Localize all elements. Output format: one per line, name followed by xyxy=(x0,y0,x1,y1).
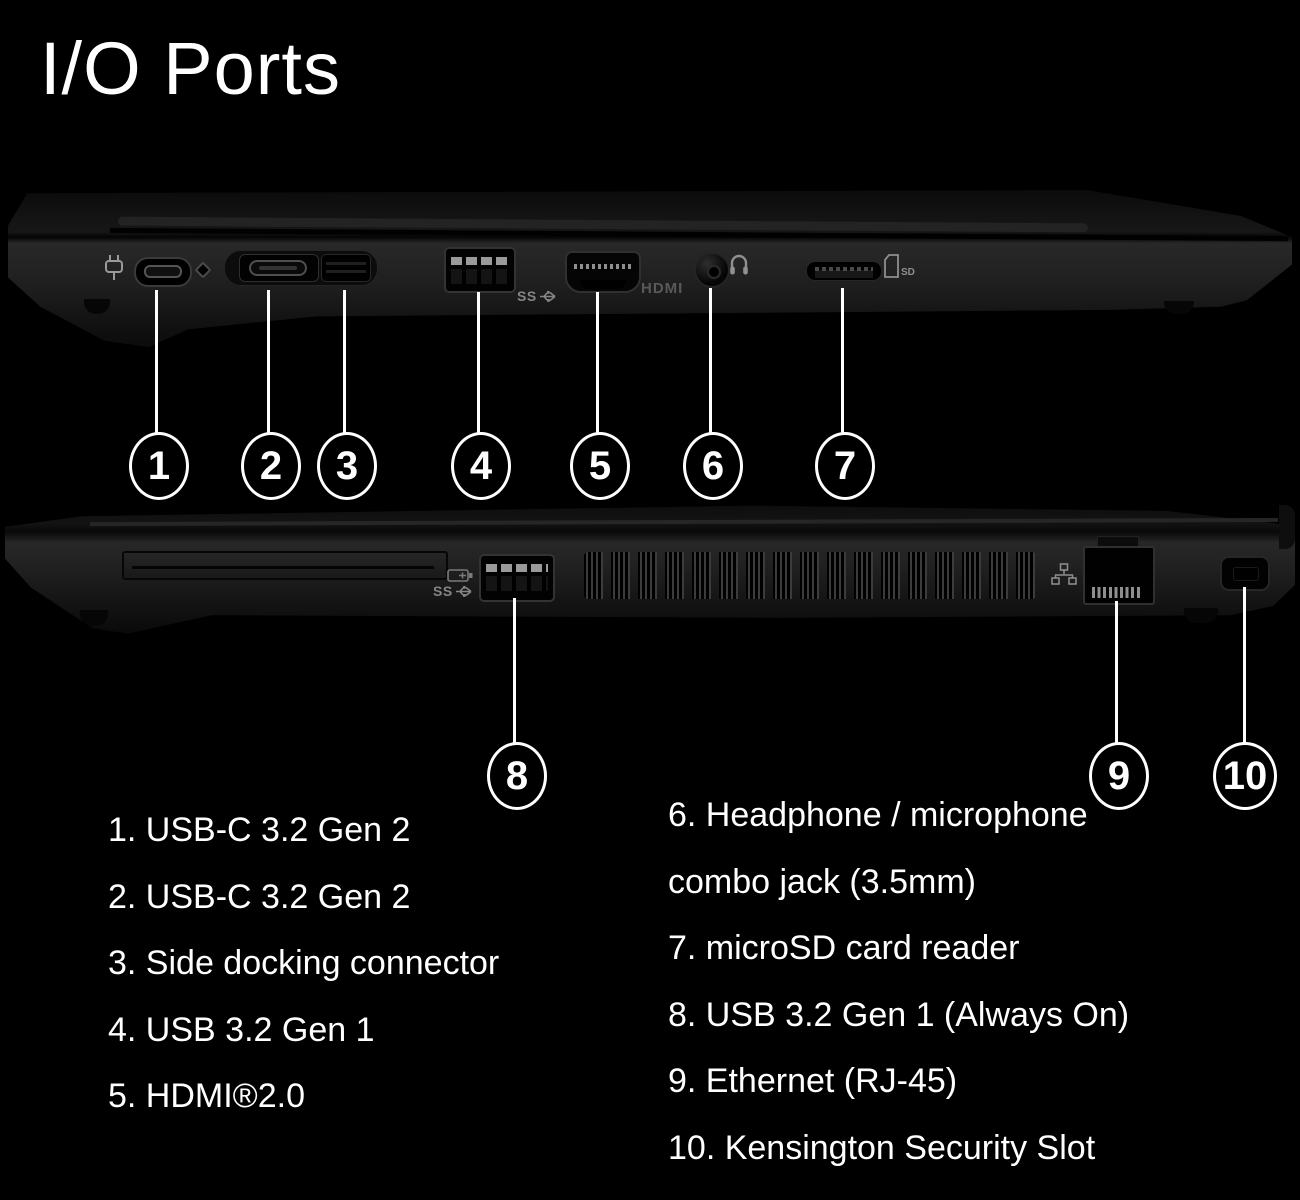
hdmi-port-5 xyxy=(565,251,641,293)
callout-number: 5 xyxy=(588,444,612,488)
callout-number: 7 xyxy=(833,444,857,488)
power-plug-icon xyxy=(105,255,123,280)
callout-number: 3 xyxy=(335,444,359,488)
dock-usb-c-pill xyxy=(249,260,307,276)
callout-circle-8: 8 xyxy=(487,742,547,810)
legend-item-10: 10. Kensington Security Slot xyxy=(668,1128,1096,1167)
usb-c-port-1 xyxy=(134,257,192,287)
microsd-slot-port-7 xyxy=(806,261,882,281)
dock-usb-c-frame xyxy=(239,254,319,282)
callout-circle-2: 2 xyxy=(241,432,301,500)
callout-line-5 xyxy=(595,292,599,434)
hdmi-bottom-recess xyxy=(580,280,626,289)
side-docking-connector xyxy=(224,250,378,286)
superspeed-label: SS xyxy=(517,288,537,304)
usb-c-pill xyxy=(144,265,182,278)
sd-card-marking: SD xyxy=(884,254,915,278)
superspeed-usb-marking: SS xyxy=(433,583,477,599)
dock-ridge xyxy=(326,262,366,265)
callout-number: 4 xyxy=(469,444,493,488)
callout-circle-5: 5 xyxy=(570,432,630,500)
rubber-foot xyxy=(84,299,110,314)
callout-circle-7: 7 xyxy=(815,432,875,500)
usb-a-teeth xyxy=(486,576,548,591)
sd-card-icon xyxy=(884,254,899,278)
legend-item-6-line-2: combo jack (3.5mm) xyxy=(668,862,976,901)
superspeed-label: SS xyxy=(433,583,453,599)
usb-trident-icon xyxy=(455,585,472,597)
legend-item-8: 8. USB 3.2 Gen 1 (Always On) xyxy=(668,995,1130,1034)
callout-line-2 xyxy=(266,290,270,434)
usb-a-teeth xyxy=(451,269,509,284)
callout-circle-10: 10 xyxy=(1213,742,1277,810)
usb-trident-icon xyxy=(539,290,556,302)
legend-item-5: 5. HDMI®2.0 xyxy=(108,1077,305,1115)
dock-pill-bar xyxy=(259,266,297,270)
ethernet-port-9 xyxy=(1083,546,1155,605)
callout-circle-1: 1 xyxy=(129,432,189,500)
legend-item-6: 6. Headphone / microphone xyxy=(668,796,1088,834)
kensington-hole xyxy=(1233,567,1259,581)
callout-line-8 xyxy=(512,598,516,744)
callout-number: 2 xyxy=(259,444,283,488)
hdmi-pins xyxy=(574,264,632,269)
microsd-card-edge xyxy=(815,267,873,278)
rubber-foot xyxy=(80,610,108,626)
sd-label: SD xyxy=(901,267,915,278)
smart-card-slot xyxy=(122,551,448,580)
headphone-jack-port-6 xyxy=(694,252,730,288)
usb-a-port-8 xyxy=(479,554,555,602)
callout-number: 1 xyxy=(147,444,171,488)
legend-right-column: 6. Headphone / microphone combo jack (3.… xyxy=(668,782,1129,1181)
jack-hole xyxy=(707,265,721,279)
callout-circle-4: 4 xyxy=(451,432,511,500)
page-title: I/O Ports xyxy=(40,27,341,110)
smart-card-groove xyxy=(132,566,434,569)
hdmi-marking: HDMI xyxy=(641,280,684,297)
legend-item-2: 2. USB-C 3.2 Gen 2 xyxy=(108,877,411,916)
legend-item-7: 7. microSD card reader xyxy=(668,929,1020,967)
callout-line-10 xyxy=(1242,587,1246,744)
dock-ridge xyxy=(326,270,366,273)
callout-number: 10 xyxy=(1222,754,1268,798)
ethernet-pins xyxy=(1092,587,1142,598)
always-on-usb-icon xyxy=(447,569,473,582)
callout-line-4 xyxy=(476,292,480,434)
callout-circle-6: 6 xyxy=(683,432,743,500)
legend-item-4: 4. USB 3.2 Gen 1 xyxy=(108,1010,375,1049)
legend-item-9: 9. Ethernet (RJ-45) xyxy=(668,1062,958,1100)
microsd-contacts xyxy=(815,267,873,271)
legend-left-column: 1. USB-C 3.2 Gen 2 2. USB-C 3.2 Gen 2 3.… xyxy=(108,797,499,1130)
legend-item-1: 1. USB-C 3.2 Gen 2 xyxy=(108,811,411,849)
callout-line-7 xyxy=(840,288,844,434)
usb-a-port-4 xyxy=(444,247,516,293)
superspeed-usb-marking: SS xyxy=(517,288,561,304)
legend-item-3: 3. Side docking connector xyxy=(108,944,500,982)
callout-circle-9: 9 xyxy=(1089,742,1149,810)
rubber-foot xyxy=(1184,608,1218,623)
hinge xyxy=(1279,505,1295,549)
callout-line-6 xyxy=(708,288,712,434)
kensington-slot-port-10 xyxy=(1220,556,1270,591)
headphone-icon xyxy=(730,254,748,275)
ethernet-icon xyxy=(1051,563,1077,585)
dock-latch xyxy=(321,254,371,282)
callout-line-1 xyxy=(154,290,158,434)
usb-a-pins xyxy=(486,564,548,572)
callout-circle-3: 3 xyxy=(317,432,377,500)
rubber-foot xyxy=(1164,301,1194,314)
callout-number: 8 xyxy=(505,754,529,798)
callout-line-9 xyxy=(1114,601,1118,744)
usb-a-pins xyxy=(451,257,509,265)
callout-number: 6 xyxy=(701,444,725,488)
cooling-vents xyxy=(584,552,1036,599)
callout-line-3 xyxy=(342,290,346,434)
callout-number: 9 xyxy=(1107,754,1131,798)
